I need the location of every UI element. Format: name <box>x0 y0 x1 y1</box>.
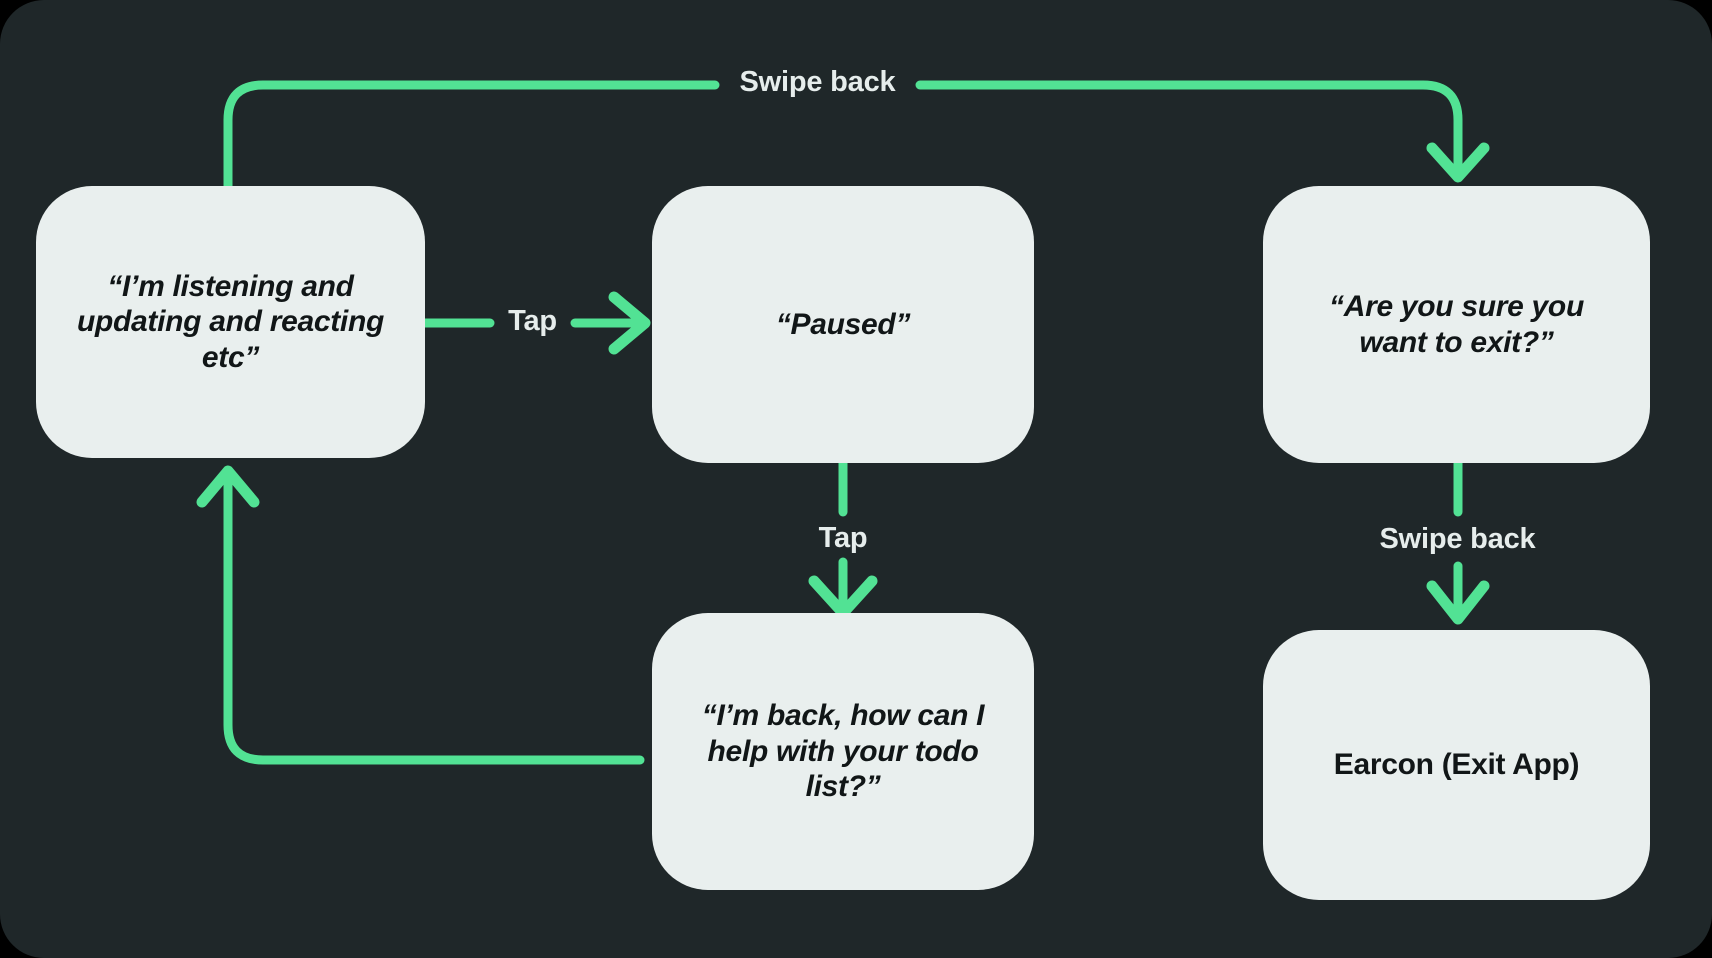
node-back[interactable]: “I’m back, how can I help with your todo… <box>652 613 1034 890</box>
node-paused[interactable]: “Paused” <box>652 186 1034 463</box>
node-listening[interactable]: “I’m listening and updating and reacting… <box>36 186 425 458</box>
node-earcon[interactable]: Earcon (Exit App) <box>1263 630 1650 900</box>
node-listening-label: “I’m listening and updating and reacting… <box>76 269 385 374</box>
edge-label-tap-vertical: Tap <box>818 522 868 554</box>
edge-listening-to-paused <box>420 291 651 355</box>
edge-label-swipe-back-top: Swipe back <box>739 66 896 98</box>
edge-back-to-listening <box>196 465 645 765</box>
edge-label-tap-horizontal: Tap <box>508 305 557 337</box>
node-confirm-exit-label: “Are you sure you want to exit?” <box>1329 290 1584 359</box>
edge-label-swipe-back-right: Swipe back <box>1379 523 1536 555</box>
edge-listening-to-confirm-exit <box>223 80 1490 191</box>
node-confirm-exit[interactable]: “Are you sure you want to exit?” <box>1263 186 1650 463</box>
edge-confirm-exit-to-earcon <box>1426 458 1490 625</box>
node-back-label: “I’m back, how can I help with your todo… <box>701 699 985 804</box>
node-earcon-label: Earcon (Exit App) <box>1333 748 1580 782</box>
node-paused-label: “Paused” <box>775 307 911 341</box>
